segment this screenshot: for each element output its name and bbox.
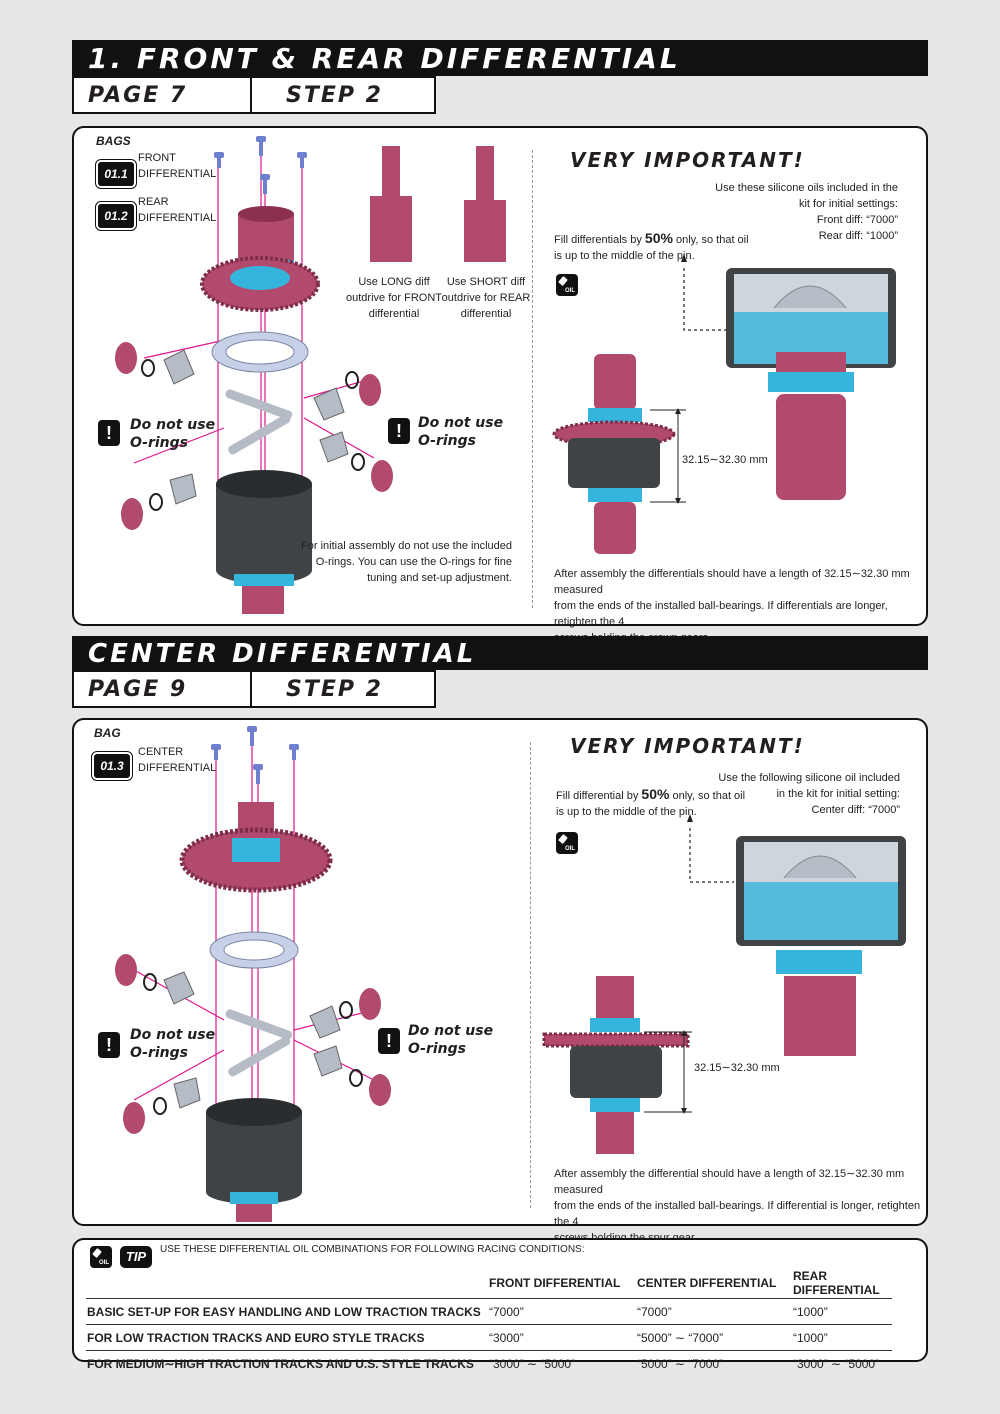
after-assembly-note: After assembly the differential should h… [554, 1168, 921, 1244]
oil-icon: OIL [90, 1246, 112, 1268]
step-label: STEP 2 [286, 677, 383, 702]
table-header-row: FRONT DIFFERENTIAL CENTER DIFFERENTIAL R… [86, 1268, 892, 1299]
fill-note: Fill differentials by 50% only, so that … [554, 230, 749, 262]
bag-badge: 01.3 [91, 751, 133, 781]
cutaway-diff-diagram [681, 254, 896, 500]
section-title-bar: 1. FRONT & REAR DIFFERENTIAL [72, 40, 928, 76]
section-title: CENTER DIFFERENTIAL [88, 639, 477, 669]
length-measure: 32.15∼32.30 mm [694, 1062, 780, 1074]
assembled-diff-diagram [552, 354, 686, 554]
page-label: PAGE 9 [88, 677, 188, 702]
length-measure: 32.15∼32.30 mm [682, 454, 768, 466]
assembled-center-diff-diagram [542, 976, 692, 1154]
initial-assembly-note: For initial assembly do not use the incl… [301, 540, 512, 584]
oil-combination-table: FRONT DIFFERENTIAL CENTER DIFFERENTIAL R… [86, 1268, 892, 1376]
tip-intro: USE THESE DIFFERENTIAL OIL COMBINATIONS … [160, 1244, 585, 1255]
after-assembly-note: After assembly the differentials should … [554, 568, 910, 644]
exploded-center-diff-diagram [115, 726, 391, 1222]
step-label: STEP 2 [286, 83, 383, 108]
page-step-tabs: PAGE 9 STEP 2 [72, 670, 436, 708]
bag-badge: 01.2 [95, 201, 137, 231]
table-row: FOR MEDIUM∼HIGH TRACTION TRACKS AND U.S.… [87, 1356, 880, 1371]
very-important-heading: VERY IMPORTANT! [570, 148, 805, 172]
fill-note: Fill differential by 50% only, so that o… [556, 786, 746, 818]
table-row: BASIC SET-UP FOR EASY HANDLING AND LOW T… [86, 1298, 892, 1325]
section-title: 1. FRONT & REAR DIFFERENTIAL [88, 42, 681, 75]
bag-title: BAG [94, 726, 121, 740]
tip-panel: OIL TIP USE THESE DIFFERENTIAL OIL COMBI… [72, 1238, 928, 1371]
very-important-heading: VERY IMPORTANT! [570, 734, 805, 758]
page-label: PAGE 7 [88, 83, 188, 108]
oil-icon: OIL [556, 274, 578, 296]
oil-icon: OIL [556, 832, 578, 854]
bags-title: BAGS [96, 134, 131, 148]
tip-badge: TIP [120, 1246, 152, 1268]
section-title-bar: CENTER DIFFERENTIAL [72, 636, 928, 670]
table-row: FOR LOW TRACTION TRACKS AND EURO STYLE T… [86, 1324, 892, 1351]
bag-badge: 01.1 [95, 159, 137, 189]
exploded-diff-diagram [115, 136, 393, 614]
page-step-tabs: PAGE 7 STEP 2 [72, 76, 436, 114]
cutaway-center-diff-diagram [687, 814, 906, 1056]
outdrive-illustrations [370, 146, 506, 262]
